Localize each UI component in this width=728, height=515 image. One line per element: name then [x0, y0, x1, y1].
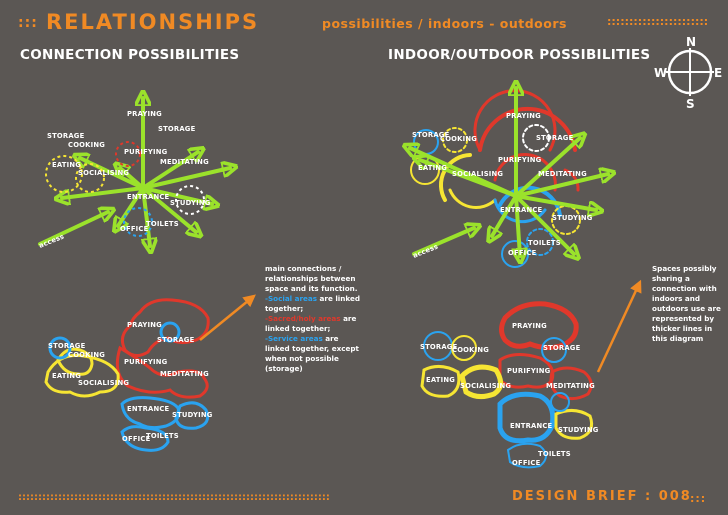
io-bubble-label-praying: PRAYING: [512, 322, 547, 330]
label-praying: PRAYING: [127, 110, 162, 118]
label-entrance: ENTRANCE: [127, 193, 170, 201]
section-title-indoor-outdoor: INDOOR/OUTDOOR POSSIBILITIES: [388, 47, 651, 63]
bubble-label-purifying: PURIFYING: [124, 358, 168, 366]
label-toilets: TOILETS: [146, 220, 179, 228]
compass-rose-icon: N S E W: [654, 35, 722, 111]
io-bubble-labels: PRAYING STORAGE COOKING STORAGE PURIFYIN…: [420, 322, 599, 467]
indoor-outdoor-arrows: [410, 88, 608, 256]
io-bubble-label-storage: STORAGE: [420, 343, 458, 351]
compass-e: E: [714, 66, 722, 80]
note-indoor-outdoor: Spaces possibly sharing a connection wit…: [652, 264, 721, 343]
header-dots-right: :::::::::::::::::::::::: [607, 15, 709, 28]
io-bubble-label-office: OFFICE: [512, 459, 541, 467]
bubble-label-cooking: COOKING: [68, 351, 105, 359]
header-dots-left: :::: [18, 15, 38, 31]
io-bubble-label-purifying: PURIFYING: [507, 367, 551, 375]
bubble-label-socialising: SOCIALISING: [78, 379, 129, 387]
io-label-socialising: SOCIALISING: [452, 170, 503, 178]
io-bubble-label-socialising: SOCIALISING: [460, 382, 511, 390]
section-title-connection: CONNECTION POSSIBILITIES: [20, 47, 240, 63]
io-label-studying: STUDYING: [552, 214, 593, 222]
bubble-label-storage-2: STORAGE: [48, 342, 86, 350]
io-bubble-label-meditating: MEDITATING: [546, 382, 595, 390]
label-studying: STUDYING: [170, 199, 211, 207]
io-label-storage: STORAGE: [412, 131, 450, 139]
bubble-label-entrance: ENTRANCE: [127, 405, 170, 413]
note-sacred-text: are linked together;: [265, 314, 357, 333]
note-connections: main connections / relationships between…: [265, 264, 365, 374]
design-brief-label: DESIGN BRIEF : 008: [512, 489, 692, 504]
compass-n: N: [686, 35, 696, 49]
io-label-eating: EATING: [418, 164, 447, 172]
access-label-right: access: [412, 242, 440, 259]
io-bubble-label-cooking: COOKING: [452, 346, 489, 354]
io-bubble-label-storage-2: STORAGE: [543, 344, 581, 352]
connection-dashed-rings: [45, 141, 205, 237]
page-title: RELATIONSHIPS: [46, 10, 260, 34]
note-intro: main connections / relationships between…: [265, 264, 358, 293]
label-storage: STORAGE: [158, 125, 196, 133]
io-label-entrance: ENTRANCE: [500, 206, 543, 214]
note-social-term: -Social areas: [265, 294, 318, 303]
note-service-text: are linked together, except when not pos…: [265, 334, 359, 373]
label-cooking: COOKING: [68, 141, 105, 149]
callout-arrow-left: [199, 294, 256, 341]
io-label-storage-2: STORAGE: [536, 134, 574, 142]
note-service-term: -Service areas: [265, 334, 323, 343]
io-label-cooking: COOKING: [440, 135, 477, 143]
note-social-text: are linked together;: [265, 294, 360, 313]
page-subtitle: possibilities / indoors - outdoors: [322, 16, 567, 31]
io-label-office: OFFICE: [508, 249, 537, 257]
io-label-purifying: PURIFYING: [498, 156, 542, 164]
label-office: OFFICE: [120, 225, 149, 233]
callout-arrow-right: [596, 279, 642, 373]
connection-bubble-diagram: PRAYING STORAGE STORAGE COOKING PURIFYIN…: [44, 298, 213, 452]
compass-w: W: [654, 66, 667, 80]
indoor-outdoor-labels: PRAYING STORAGE COOKING STORAGE PURIFYIN…: [412, 112, 593, 257]
connection-diagram: access PRAYING STORAGE STORAGE COOKING P…: [38, 98, 230, 250]
io-bubble-label-studying: STUDYING: [558, 426, 599, 434]
bubble-label-studying: STUDYING: [172, 411, 213, 419]
io-bubble-label-eating: EATING: [426, 376, 455, 384]
io-label-praying: PRAYING: [506, 112, 541, 120]
connection-labels: PRAYING STORAGE STORAGE COOKING PURIFYIN…: [47, 110, 211, 233]
compass-s: S: [686, 97, 695, 111]
label-meditating: MEDITATING: [160, 158, 209, 166]
footer-dots-right: :::: [690, 492, 707, 505]
bubble-label-office: OFFICE: [122, 435, 151, 443]
note-sacred-term: -Sacred/holy areas: [265, 314, 341, 323]
bubble-labels: PRAYING STORAGE STORAGE COOKING PURIFYIN…: [48, 321, 213, 443]
access-label: access: [38, 232, 66, 249]
io-label-toilets: TOILETS: [528, 239, 561, 247]
bubble-label-storage: STORAGE: [157, 336, 195, 344]
indoor-outdoor-bubble-diagram: PRAYING STORAGE COOKING STORAGE PURIFYIN…: [420, 301, 599, 469]
bubble-label-eating: EATING: [52, 372, 81, 380]
connection-arrows: [38, 98, 230, 246]
bubble-label-praying: PRAYING: [127, 321, 162, 329]
indoor-outdoor-diagram: access PRAYING STORAGE COOKING STORAGE P…: [410, 88, 608, 268]
io-label-meditating: MEDITATING: [538, 170, 587, 178]
io-bubble-label-toilets: TOILETS: [538, 450, 571, 458]
label-socialising: SOCIALISING: [78, 169, 129, 177]
footer-dots: ::::::::::::::::::::::::::::::::::::::::…: [18, 492, 330, 503]
bubble-label-meditating: MEDITATING: [160, 370, 209, 378]
bubble-label-toilets: TOILETS: [146, 432, 179, 440]
label-eating: EATING: [52, 161, 81, 169]
io-bubble-label-entrance: ENTRANCE: [510, 422, 553, 430]
label-storage-2: STORAGE: [47, 132, 85, 140]
label-purifying: PURIFYING: [124, 148, 168, 156]
